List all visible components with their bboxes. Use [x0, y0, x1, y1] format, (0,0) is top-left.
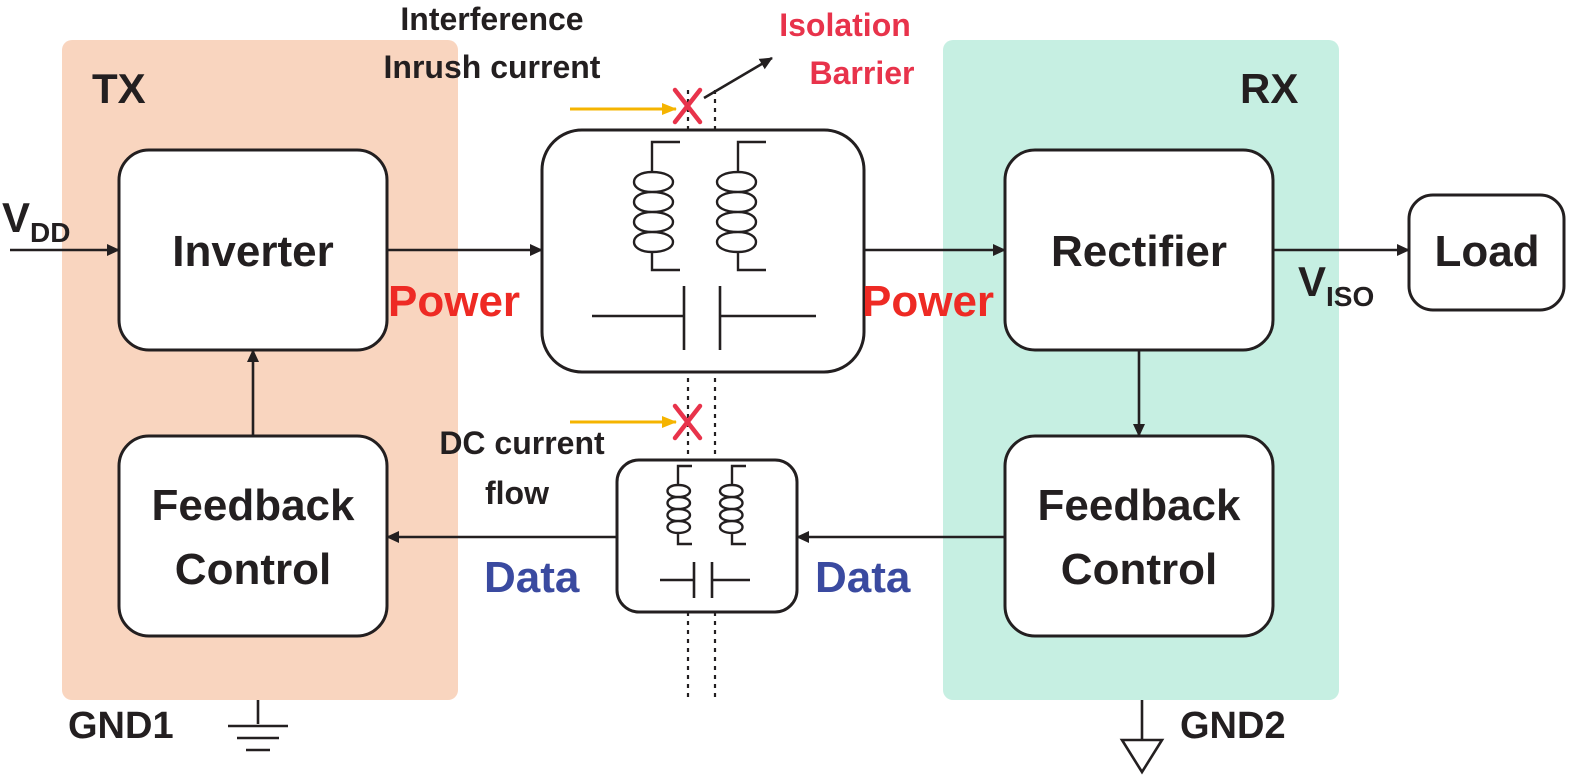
tx-feedback-label-2: Control: [175, 545, 331, 594]
rx-label: RX: [1240, 65, 1298, 112]
tx-feedback-label-1: Feedback: [152, 481, 356, 530]
tx-feedback-block: [117, 434, 389, 638]
interference-label-1: Interference: [400, 1, 583, 37]
dc-current-label-1: DC current: [439, 425, 605, 461]
data-label-left: Data: [484, 553, 580, 602]
data-coupler-block: [615, 458, 799, 614]
inverter-label: Inverter: [172, 227, 333, 276]
isolation-label-1: Isolation: [779, 7, 911, 43]
data-label-right: Data: [815, 553, 911, 602]
blocked-cross-bottom: [672, 403, 703, 441]
power-coupler-block: [540, 128, 866, 374]
viso-label: VISO: [1298, 258, 1374, 312]
rx-feedback-label-2: Control: [1061, 545, 1217, 594]
data-capacitor-icon: [660, 562, 750, 598]
isolation-barrier-pointer: [703, 56, 773, 100]
power-transformer-icon: [633, 140, 766, 272]
gnd1-ground-icon: [228, 700, 288, 752]
vdd-label: VDD: [2, 194, 70, 248]
interference-label-2: Inrush current: [384, 49, 601, 85]
load-label: Load: [1434, 227, 1539, 276]
gnd2-label: GND2: [1180, 705, 1286, 747]
power-label-left: Power: [388, 277, 520, 326]
data-transformer-icon: [666, 464, 746, 546]
power-capacitor-icon: [592, 286, 816, 350]
dc-current-label-2: flow: [485, 475, 549, 511]
blocked-cross-top: [672, 87, 703, 125]
tx-label: TX: [92, 65, 146, 112]
rectifier-label: Rectifier: [1051, 227, 1227, 276]
isolation-label-2: Barrier: [810, 55, 915, 91]
rx-feedback-label-1: Feedback: [1038, 481, 1242, 530]
rx-feedback-block: [1003, 434, 1275, 638]
gnd2-ground-icon: [1119, 700, 1165, 775]
power-label-right: Power: [862, 277, 994, 326]
gnd1-label: GND1: [68, 705, 174, 747]
